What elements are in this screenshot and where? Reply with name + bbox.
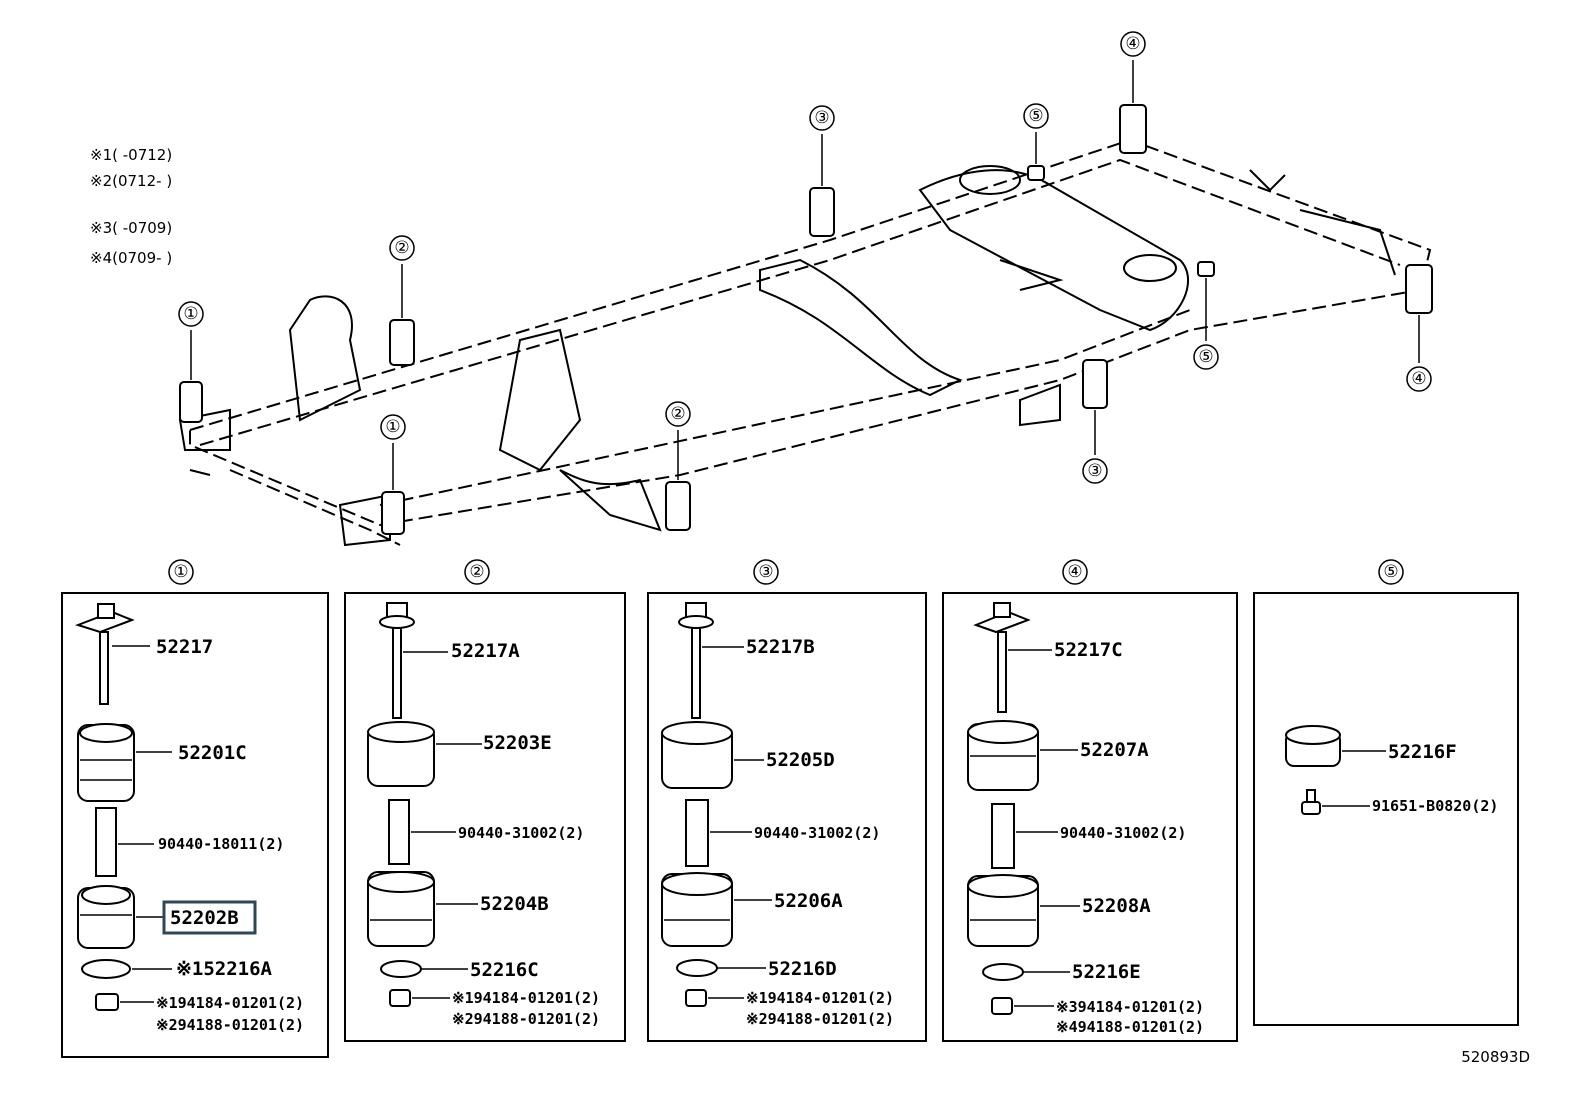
label-p3-bottom-1: ※194184-01201(2) xyxy=(746,989,894,1007)
highlight-box-52202B xyxy=(162,900,257,935)
panel-2-labels: 52217A 52203E 90440-31002(2) 52204B 5221… xyxy=(451,640,600,1028)
callout-3-b xyxy=(1082,458,1108,484)
svg-text:③: ③ xyxy=(814,108,829,128)
panel-4-box xyxy=(942,592,1238,1042)
label-90440-18011: 90440-18011(2) xyxy=(158,835,284,853)
panel-3-parts xyxy=(661,602,772,1007)
panel-2-parts xyxy=(367,602,482,1007)
callout-1-b xyxy=(380,414,406,440)
note-2: ※2(0712- ) xyxy=(90,172,172,190)
label-52216A: ※152216A xyxy=(176,958,273,980)
panel-1-number: ① xyxy=(173,562,188,582)
label-p1-bottom-1: ※194184-01201(2) xyxy=(156,994,304,1012)
callout-4-a xyxy=(1120,31,1146,57)
label-p4-bottom-1: ※394184-01201(2) xyxy=(1056,998,1204,1016)
label-p2-bottom-1: ※194184-01201(2) xyxy=(452,989,600,1007)
label-52208A: 52208A xyxy=(1082,895,1151,917)
panel-boxes xyxy=(61,592,1519,1058)
label-52217: 52217 xyxy=(156,636,213,658)
panel-4-labels: 52217C 52207A 90440-31002(2) 52208A 5221… xyxy=(1054,639,1204,1036)
applicability-notes: ※1( -0712) ※2(0712- ) ※3( -0709) ※4(0709… xyxy=(90,146,172,267)
panel-1-box xyxy=(61,592,329,1058)
label-p4-bottom-2: ※494188-01201(2) xyxy=(1056,1018,1204,1036)
panel-5-parts xyxy=(1285,725,1386,815)
panel-5-labels: 52216F 91651-B0820(2) xyxy=(1372,741,1498,815)
label-52217A: 52217A xyxy=(451,640,520,662)
panel-3-box xyxy=(647,592,927,1042)
label-p1-bottom-2: ※294188-01201(2) xyxy=(156,1016,304,1034)
label-52217C: 52217C xyxy=(1054,639,1123,661)
label-52216F: 52216F xyxy=(1388,741,1457,763)
note-1: ※1( -0712) xyxy=(90,146,172,164)
svg-text:③: ③ xyxy=(1087,461,1102,481)
svg-text:④: ④ xyxy=(1125,34,1140,54)
svg-text:④: ④ xyxy=(1411,369,1426,389)
label-p2-bottom-2: ※294188-01201(2) xyxy=(452,1010,600,1028)
callout-2-b xyxy=(665,401,691,427)
label-52206A: 52206A xyxy=(774,890,843,912)
svg-text:⑤: ⑤ xyxy=(1028,106,1043,126)
note-3: ※3( -0709) xyxy=(90,219,172,237)
diagram-id: 520893D xyxy=(1461,1048,1530,1066)
panel-5-number: ⑤ xyxy=(1383,562,1398,582)
callout-1-a xyxy=(178,301,204,327)
label-p4-90440-31002: 90440-31002(2) xyxy=(1060,824,1186,842)
callout-4-b xyxy=(1406,366,1432,392)
svg-text:②: ② xyxy=(670,404,685,424)
label-p3-90440-31002: 90440-31002(2) xyxy=(754,824,880,842)
panel-4-number: ④ xyxy=(1067,562,1082,582)
svg-text:①: ① xyxy=(385,417,400,437)
callout-2-a xyxy=(389,235,415,261)
label-52205D: 52205D xyxy=(766,749,835,771)
panel-1-parts xyxy=(74,603,172,1011)
label-52216D: 52216D xyxy=(768,958,837,980)
panel-2-number: ② xyxy=(469,562,484,582)
label-52207A: 52207A xyxy=(1080,739,1149,761)
panel-3-number: ③ xyxy=(758,562,773,582)
callout-3-a xyxy=(809,105,835,131)
svg-text:②: ② xyxy=(394,238,409,258)
frame-callout-numbers: ① ① ② ② ③ ③ ④ ④ ⑤ ⑤ xyxy=(183,34,1426,481)
label-p2-90440-31002: 90440-31002(2) xyxy=(458,824,584,842)
label-52203E: 52203E xyxy=(483,732,552,754)
label-52217B: 52217B xyxy=(746,636,815,658)
svg-text:⑤: ⑤ xyxy=(1198,347,1213,367)
panel-4-parts xyxy=(967,602,1080,1015)
label-52201C: 52201C xyxy=(178,742,247,764)
label-91651-B0820: 91651-B0820(2) xyxy=(1372,797,1498,815)
panel-headers: ① ② ③ ④ ⑤ xyxy=(168,559,1404,585)
label-52204B: 52204B xyxy=(480,893,549,915)
callout-5-b xyxy=(1193,344,1219,370)
panel-3-labels: 52217B 52205D 90440-31002(2) 52206A 5221… xyxy=(746,636,894,1028)
panel-5-box xyxy=(1253,592,1519,1026)
label-52216C: 52216C xyxy=(470,959,539,981)
label-52216E: 52216E xyxy=(1072,961,1141,983)
panel-1-labels: 52217 52201C 90440-18011(2) 52202B ※1522… xyxy=(156,636,304,1034)
frame-mounts xyxy=(178,31,1433,535)
panel-2-box xyxy=(344,592,626,1042)
label-p3-bottom-2: ※294188-01201(2) xyxy=(746,1010,894,1028)
frame-illustration xyxy=(178,138,1432,547)
callout-5-a xyxy=(1023,103,1049,129)
svg-text:①: ① xyxy=(183,304,198,324)
label-52202B: 52202B xyxy=(170,907,239,929)
note-4: ※4(0709- ) xyxy=(90,249,172,267)
